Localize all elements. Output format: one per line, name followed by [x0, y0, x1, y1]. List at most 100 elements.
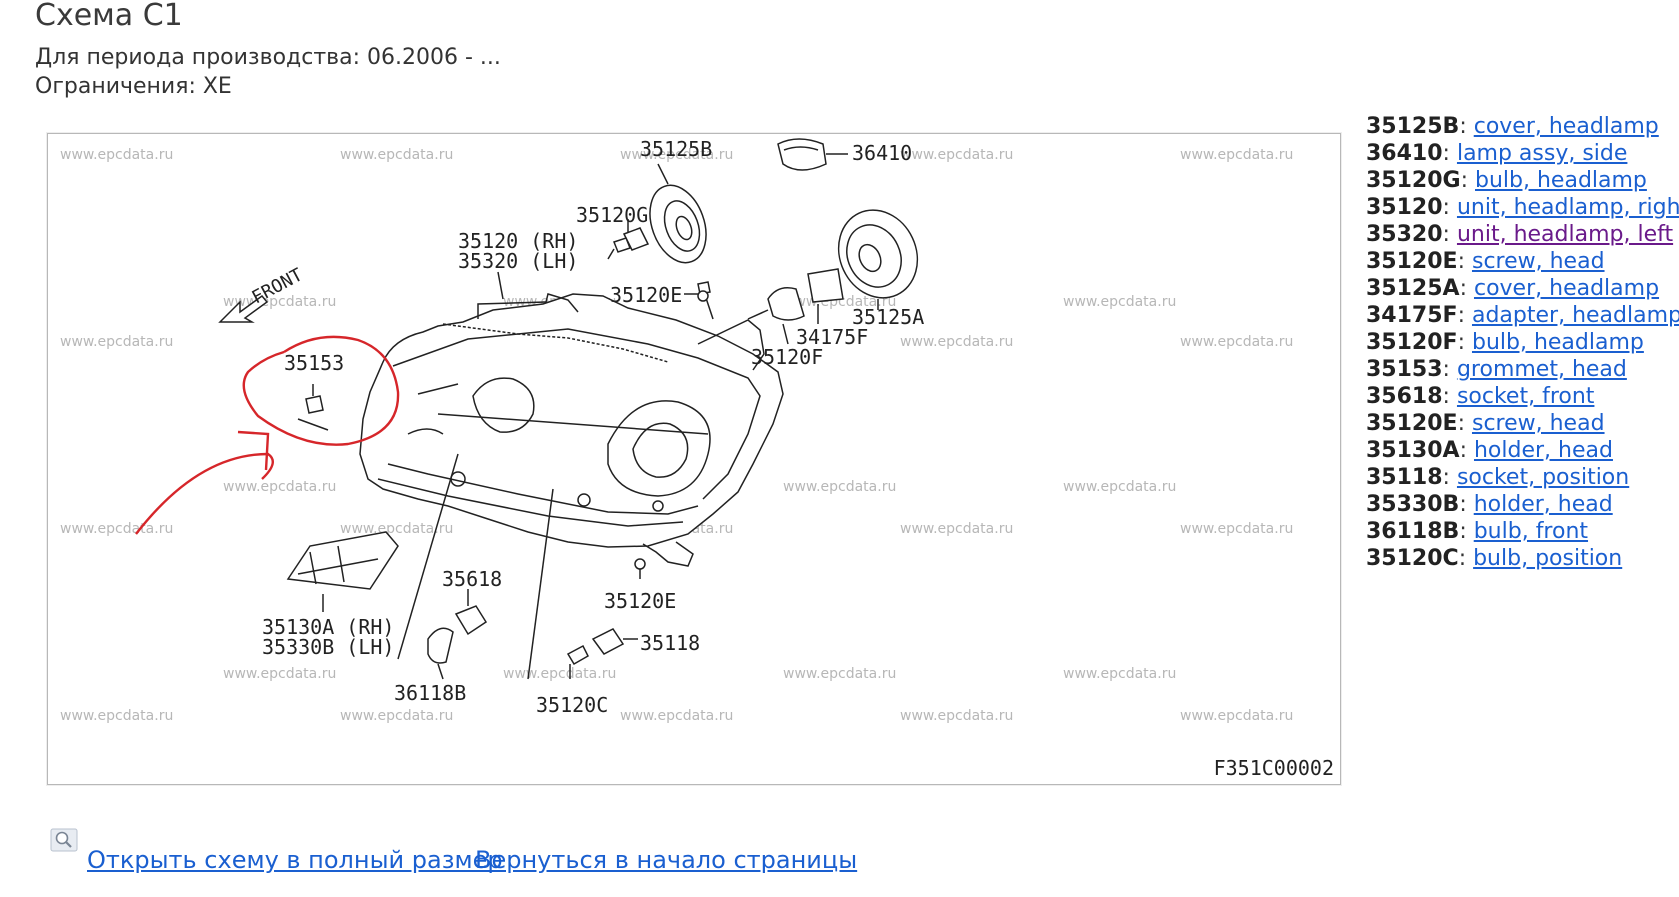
- restrictions: Ограничения: XE: [35, 74, 232, 99]
- watermark: www.epcdata.ru: [900, 708, 1014, 724]
- part-link[interactable]: unit, headlamp, left: [1456, 222, 1674, 247]
- parts-diagram[interactable]: www.epcdata.ru www.epcdata.ru www.epcdat…: [47, 133, 1341, 785]
- list-item: 35125B: cover, headlamp: [1366, 114, 1659, 139]
- part-link[interactable]: cover, headlamp: [1473, 114, 1659, 139]
- watermark: www.epcdata.ru: [783, 479, 897, 495]
- list-item: 35120E: screw, head: [1366, 249, 1605, 274]
- list-item: 35120G: bulb, headlamp: [1366, 168, 1647, 193]
- part-number: 35320: [1366, 222, 1443, 247]
- watermark: www.epcdata.ru: [60, 334, 174, 350]
- watermark: www.epcdata.ru: [1063, 666, 1177, 682]
- callout-34175f: 34175F: [796, 325, 868, 349]
- list-item: 35330B: holder, head: [1366, 492, 1613, 517]
- watermark: www.epcdata.ru: [620, 708, 734, 724]
- list-item: 34175F: adapter, headlamp: [1366, 302, 1679, 329]
- callout-35618: 35618: [442, 567, 502, 591]
- part-number: 35120: [1366, 195, 1443, 220]
- bulb-35120g: [607, 219, 650, 260]
- part-number: 35120E: [1366, 249, 1458, 274]
- list-item: 35120E: screw, head: [1366, 411, 1605, 436]
- part-number: 35130A: [1366, 438, 1460, 463]
- part-link[interactable]: bulb, headlamp: [1475, 168, 1647, 193]
- watermark: www.epcdata.ru: [1063, 294, 1177, 310]
- open-full-size-link[interactable]: Открыть схему в полный размер: [87, 846, 503, 874]
- watermark: www.epcdata.ru: [900, 147, 1014, 163]
- watermark: www.epcdata.ru: [340, 708, 454, 724]
- socket-35118: [527, 488, 638, 680]
- part-link[interactable]: unit, headlamp, right: [1456, 195, 1679, 220]
- list-item: 35320: unit, headlamp, left: [1366, 222, 1674, 247]
- list-item: 35618: socket, front: [1366, 384, 1595, 409]
- callout-36410: 36410: [852, 141, 912, 165]
- part-number: 35120E: [1366, 411, 1458, 436]
- list-item: 35118: socket, position: [1366, 465, 1630, 490]
- screw-35120e-top: [684, 290, 709, 302]
- pointer-arrow: [135, 452, 274, 535]
- part-link[interactable]: bulb, position: [1473, 546, 1623, 571]
- list-item: 35120: unit, headlamp, right: [1366, 194, 1679, 221]
- watermark: www.epcdata.ru: [1180, 334, 1294, 350]
- callout-35120g: 35120G: [576, 203, 648, 227]
- part-number: 35125B: [1366, 114, 1460, 139]
- page-title: Схема C1: [35, 0, 183, 33]
- watermark: www.epcdata.ru: [1180, 708, 1294, 724]
- watermark: www.epcdata.ru: [620, 147, 734, 163]
- watermark: www.epcdata.ru: [1180, 147, 1294, 163]
- list-item: 36118B: bulb, front: [1366, 519, 1589, 544]
- part-link[interactable]: grommet, head: [1456, 357, 1627, 382]
- list-item: 35130A: holder, head: [1366, 438, 1613, 463]
- part-link[interactable]: cover, headlamp: [1473, 276, 1660, 301]
- watermark: www.epcdata.ru: [223, 666, 337, 682]
- part-number: 36118B: [1366, 519, 1460, 544]
- part-number: 35153: [1366, 357, 1443, 382]
- watermark: www.epcdata.ru: [900, 334, 1014, 350]
- watermark: www.epcdata.ru: [1180, 521, 1294, 537]
- part-link[interactable]: bulb, front: [1473, 519, 1589, 544]
- front-label: FRONT: [248, 264, 306, 308]
- part-link[interactable]: screw, head: [1471, 249, 1605, 274]
- part-number: 36410: [1366, 141, 1443, 166]
- magnifier-icon[interactable]: [50, 828, 78, 852]
- watermark: www.epcdata.ru: [783, 666, 897, 682]
- part-link[interactable]: lamp assy, side: [1456, 141, 1628, 166]
- watermark: www.epcdata.ru: [60, 708, 174, 724]
- screw-35120e-bottom: [634, 558, 646, 579]
- callout-35130a-rh: 35130A (RH): [262, 615, 394, 639]
- callout-35118: 35118: [640, 631, 700, 655]
- red-annotation: [135, 335, 400, 535]
- part-number: 35120G: [1366, 168, 1461, 193]
- list-item: 35120F: bulb, headlamp: [1366, 330, 1644, 355]
- back-to-top-link[interactable]: Вернуться в начало страницы: [475, 846, 858, 874]
- part-number: 35120F: [1366, 330, 1458, 355]
- watermark: www.epcdata.ru: [223, 479, 337, 495]
- watermark: www.epcdata.ru: [60, 521, 174, 537]
- callout-35120c: 35120C: [536, 693, 608, 717]
- parts-list: 35125B: cover, headlamp 36410: lamp assy…: [1366, 113, 1679, 572]
- list-item: 36410: lamp assy, side: [1366, 141, 1628, 166]
- callout-35153: 35153: [284, 351, 344, 375]
- part-link[interactable]: adapter, headlamp: [1471, 303, 1679, 328]
- part-link[interactable]: bulb, headlamp: [1471, 330, 1644, 355]
- list-item: 35125A: cover, headlamp: [1366, 276, 1660, 301]
- front-arrow: FRONT: [218, 264, 306, 323]
- diagram-code: F351C00002: [1213, 756, 1334, 780]
- part-link[interactable]: socket, front: [1456, 384, 1595, 409]
- part-link[interactable]: holder, head: [1473, 438, 1613, 463]
- part-number: 35330B: [1366, 492, 1460, 517]
- part-number: 35120C: [1366, 546, 1459, 571]
- watermark: www.epcdata.ru: [60, 147, 174, 163]
- part-link[interactable]: holder, head: [1473, 492, 1613, 517]
- callout-35330b-lh: 35330B (LH): [262, 635, 394, 659]
- cover-35125a: [837, 209, 919, 310]
- part-link[interactable]: socket, position: [1456, 465, 1630, 490]
- callout-35120e-bottom: 35120E: [604, 589, 676, 613]
- side-lamp-36410: [777, 138, 848, 171]
- callout-35120e-top: 35120E: [610, 283, 682, 307]
- part-link[interactable]: screw, head: [1471, 411, 1605, 436]
- watermark: www.epcdata.ru: [503, 666, 617, 682]
- adapter-bulb-34175f: [697, 268, 844, 345]
- production-period: Для периода производства: 06.2006 - ...: [35, 45, 501, 70]
- list-item: 35120C: bulb, position: [1366, 546, 1623, 571]
- callout-35125b: 35125B: [640, 137, 712, 161]
- headlamp-exploded-view: FRONT: [135, 137, 924, 717]
